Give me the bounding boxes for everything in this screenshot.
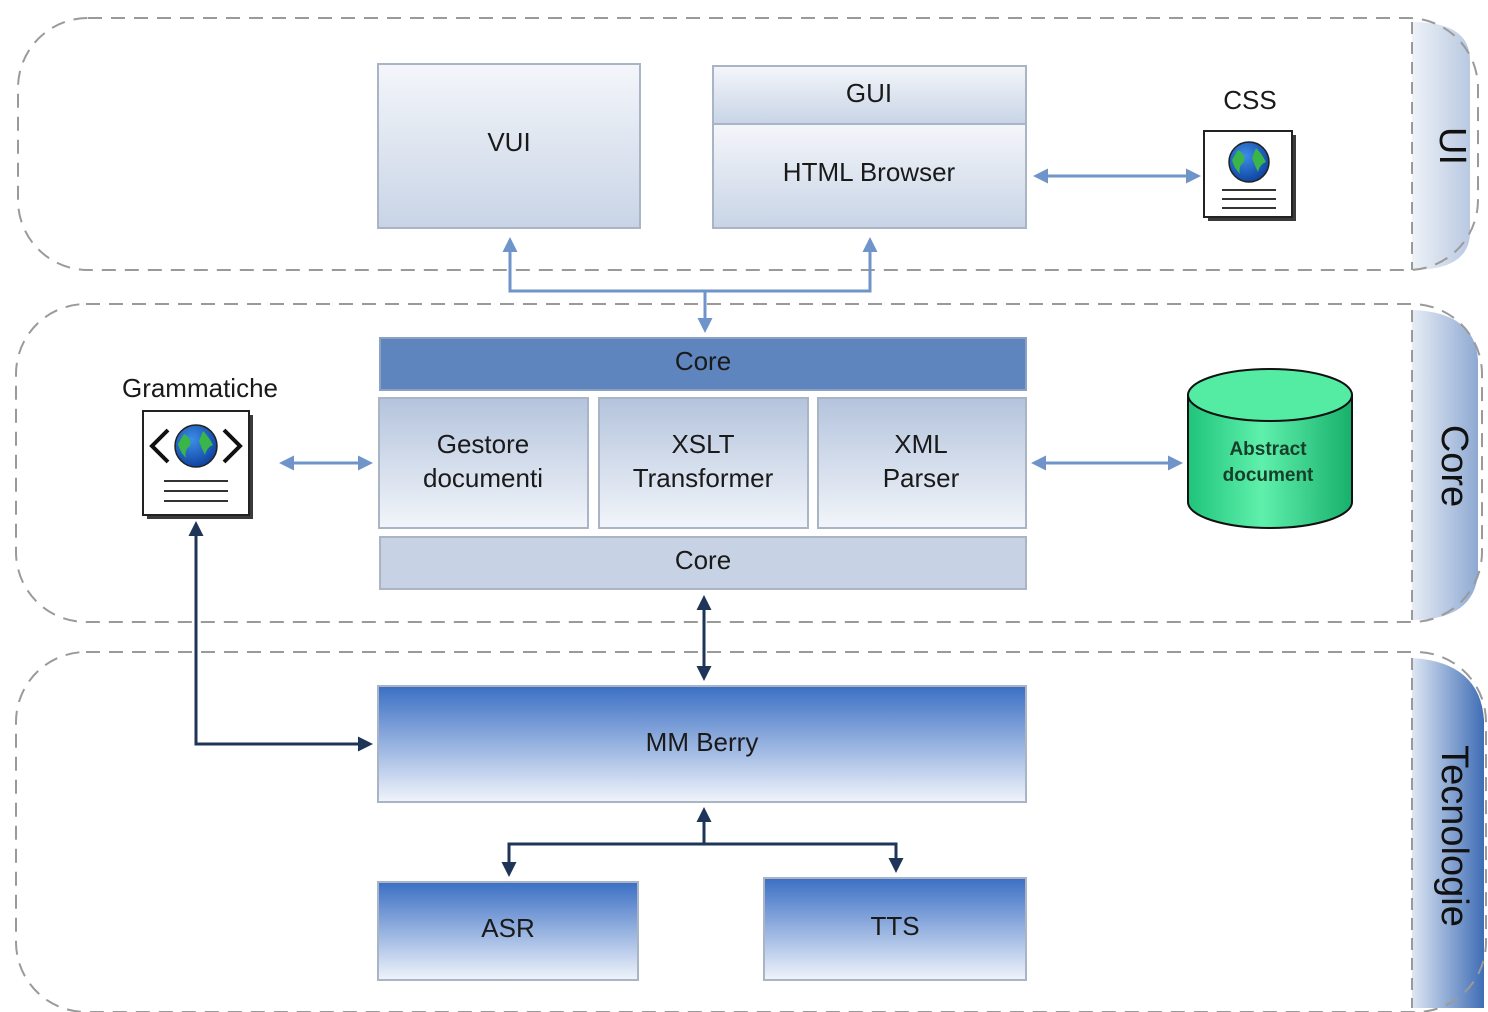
xslt-transformer-box: XSLT Transformer: [598, 397, 809, 529]
xslt-line-2: Transformer: [633, 463, 774, 493]
gestore-line-2: documenti: [423, 463, 543, 493]
layer-tab-ui: [1412, 22, 1470, 270]
core-header-label: Core: [675, 346, 731, 376]
gui-box: GUI: [712, 65, 1027, 125]
xml-line-2: Parser: [883, 463, 960, 493]
css-label: CSS: [1223, 85, 1276, 115]
layer-label-ui: UI: [1431, 127, 1473, 165]
abstract-line-1: Abstract: [1229, 439, 1307, 460]
grammatiche-document-icon: Grammatiche: [122, 373, 278, 519]
layer-band-core: Core: [15, 303, 1483, 623]
xml-parser-box: XML Parser: [817, 397, 1027, 529]
grammatiche-mmberry-arrow: [188, 521, 373, 752]
gestore-line-1: Gestore: [437, 429, 530, 459]
gestore-documenti-box: Gestore documenti: [378, 397, 589, 529]
abstract-line-2: document: [1223, 465, 1314, 486]
xslt-line-1: XSLT: [671, 429, 734, 459]
tts-box: TTS: [763, 877, 1027, 981]
vui-label: VUI: [487, 127, 530, 157]
layer-band-tecnologie: Tecnologie: [15, 651, 1487, 1012]
grammatiche-label: Grammatiche: [122, 373, 278, 403]
abstract-document-database-icon: Abstract document: [1187, 368, 1353, 529]
core-footer-label: Core: [675, 545, 731, 575]
core-header-bar: Core: [379, 337, 1027, 391]
layer-label-core: Core: [1433, 425, 1475, 507]
asr-box: ASR: [377, 881, 639, 981]
vui-box: VUI: [377, 63, 641, 229]
gui-label: GUI: [846, 78, 892, 108]
ui-core-connector: [502, 237, 878, 333]
layer-tab-core: [1412, 310, 1478, 620]
mmberry-asr-tts-connector: [501, 807, 904, 877]
css-document-icon: CSS: [1203, 85, 1296, 221]
mm-berry-label: MM Berry: [646, 727, 759, 757]
html-browser-box: HTML Browser: [712, 123, 1027, 229]
core-footer-bar: Core: [379, 536, 1027, 590]
layer-band-ui: UI: [17, 17, 1479, 271]
layer-label-tecnologie: Tecnologie: [1433, 745, 1475, 927]
tts-label: TTS: [870, 911, 919, 941]
asr-label: ASR: [481, 913, 534, 943]
layer-tab-tecnologie: [1412, 658, 1484, 1008]
html-browser-label: HTML Browser: [783, 157, 956, 187]
xml-line-1: XML: [894, 429, 947, 459]
mm-berry-box: MM Berry: [377, 685, 1027, 803]
